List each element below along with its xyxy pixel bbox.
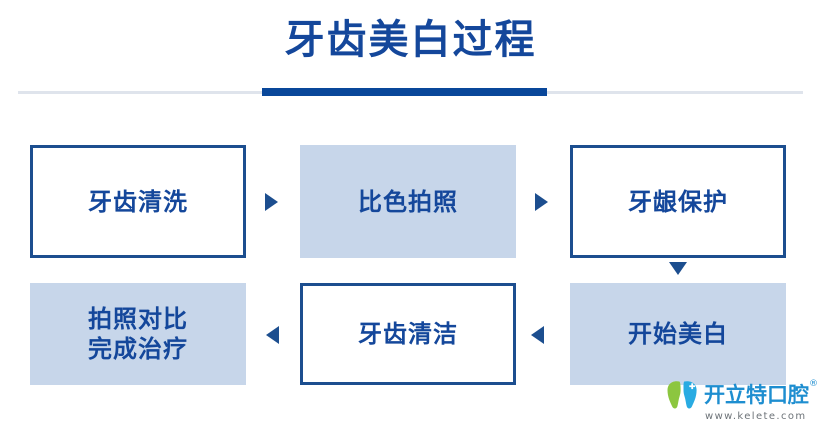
- flow-arrow-left-icon-1: [531, 326, 544, 344]
- flow-arrow-left-icon-2: [266, 326, 279, 344]
- page-title: 牙齿美白过程: [284, 17, 537, 63]
- flow-step-box-1[interactable]: 牙齿清洗: [30, 145, 246, 258]
- title-divider-accent: [262, 88, 547, 96]
- brand-logo: 开立特口腔 ® www.kelete.com: [665, 380, 818, 425]
- brand-name-container: 开立特口腔 ®: [704, 380, 818, 408]
- flow-step-box-4[interactable]: 开始美白: [570, 283, 786, 385]
- flow-step-label-4: 开始美白: [628, 320, 728, 348]
- flow-step-box-2[interactable]: 比色拍照: [300, 145, 516, 258]
- flow-step-label-2: 比色拍照: [358, 187, 458, 216]
- flow-step-label-6: 拍照对比 完成治疗: [88, 305, 188, 363]
- flow-step-box-6[interactable]: 拍照对比 完成治疗: [30, 283, 246, 385]
- registered-trademark-icon: ®: [809, 379, 818, 389]
- brand-url: www.kelete.com: [705, 411, 807, 422]
- brand-logo-row: 开立特口腔 ®: [665, 380, 818, 410]
- flow-arrow-down-icon: [669, 262, 687, 275]
- brand-name: 开立特口腔: [704, 383, 809, 407]
- flow-step-label-3: 牙龈保护: [628, 187, 728, 216]
- flow-step-label-1: 牙齿清洗: [88, 187, 188, 216]
- tooth-icon: [665, 380, 699, 410]
- flow-step-box-5[interactable]: 牙齿清洁: [300, 283, 516, 385]
- page-title-container: 牙齿美白过程: [0, 14, 821, 66]
- flow-arrow-right-icon-2: [535, 193, 548, 211]
- flow-arrow-right-icon-1: [265, 193, 278, 211]
- flow-step-box-3[interactable]: 牙龈保护: [570, 145, 786, 258]
- flow-step-label-5: 牙齿清洁: [358, 320, 458, 348]
